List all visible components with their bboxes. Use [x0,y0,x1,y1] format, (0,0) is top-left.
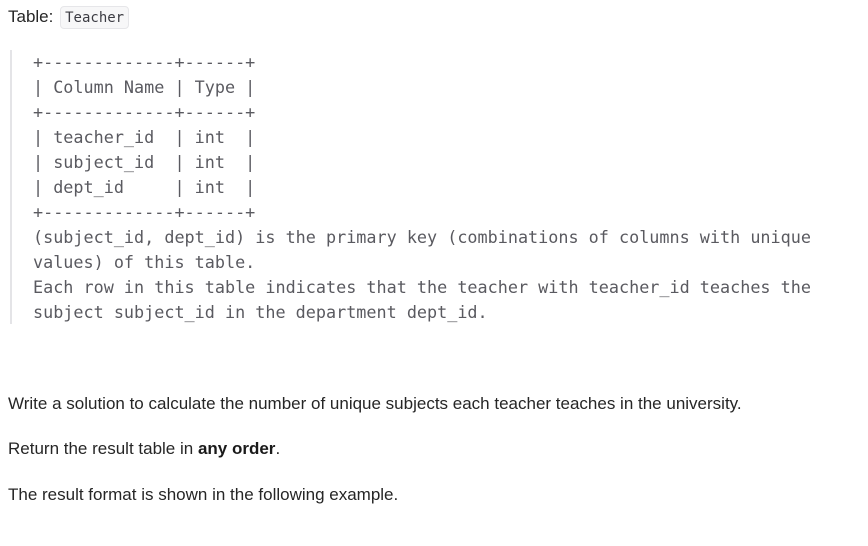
schema-description-line: Each row in this table indicates that th… [33,277,811,297]
order-paragraph: Return the result table in any order. [8,438,280,460]
schema-line: | dept_id | int | [33,177,256,197]
schema-description-line: values) of this table. [33,252,256,272]
schema-line: +-------------+------+ [33,202,256,222]
table-heading-label: Table: [8,7,54,26]
schema-line: +-------------+------+ [33,52,256,72]
table-name-code: Teacher [60,6,130,29]
order-text-suffix: . [275,439,281,458]
schema-code-text: +-------------+------+ | Column Name | T… [33,50,858,324]
order-emphasis: any order [197,439,276,458]
schema-description-line: (subject_id, dept_id) is the primary key… [33,227,811,247]
schema-description-line: subject subject_id in the department dep… [33,302,488,322]
schema-line: | Column Name | Type | [33,77,256,97]
schema-line: | teacher_id | int | [33,127,256,147]
order-text-prefix: Return the result table in [8,439,198,458]
task-paragraph: Write a solution to calculate the number… [8,394,742,413]
format-paragraph: The result format is shown in the follow… [8,485,399,504]
schema-line: +-------------+------+ [33,102,256,122]
schema-code-block: +-------------+------+ | Column Name | T… [10,50,858,324]
table-heading: Table: Teacher [8,6,130,29]
schema-line: | subject_id | int | [33,152,256,172]
